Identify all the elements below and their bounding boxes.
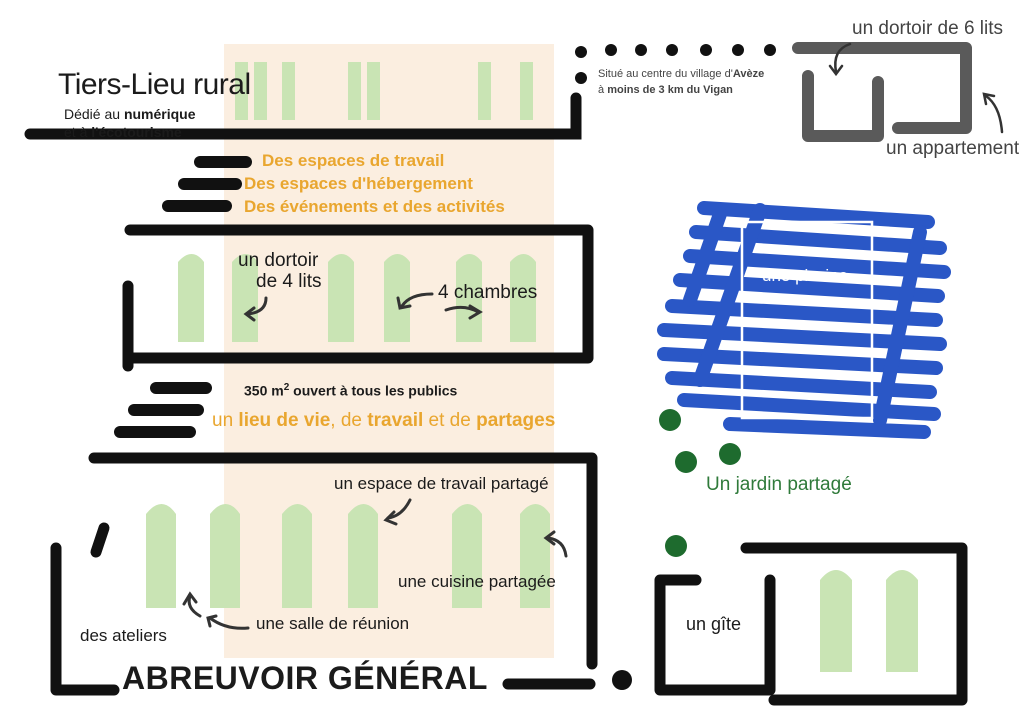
surface-label: 350 m2 ouvert à tous les publics: [244, 382, 458, 399]
ground-windows: [146, 504, 550, 608]
annex-dortoir-label: un dortoir de 6 lits: [852, 18, 1004, 39]
floor1-outline: [122, 224, 594, 372]
space-item-lodging: Des espaces d'hébergement: [244, 174, 473, 193]
gite-windows: [820, 570, 918, 672]
ground-coworking-label: un espace de travail partagé: [334, 474, 549, 493]
location-line-1: Situé au centre du village d'Avèze: [598, 68, 765, 80]
floor1-dortoir-line-1: un dortoir: [238, 250, 319, 271]
stairs-lower: [114, 382, 212, 438]
top-outline: [24, 92, 582, 140]
annex-appartement-label: un appartement: [886, 138, 1020, 159]
pool-label: une piscine: [762, 266, 849, 285]
garden-label: Un jardin partagé: [706, 474, 852, 495]
subtitle-line-1: Dédié au numérique: [64, 106, 196, 122]
title: Tiers-Lieu rural: [58, 68, 251, 101]
garden-trees: [659, 409, 741, 557]
floor1-dortoir-line-2: de 4 lits: [256, 271, 322, 292]
ground-cuisine-label: une cuisine partagée: [398, 572, 556, 591]
tagline: un lieu de vie, de travail et de partage…: [212, 410, 556, 431]
annex-arrows: [828, 42, 1004, 134]
entrance-dot: [612, 670, 632, 690]
central-band: [224, 44, 554, 658]
stairs-upper: [162, 156, 252, 212]
ground-ateliers-label: des ateliers: [80, 626, 167, 645]
space-item-work: Des espaces de travail: [262, 151, 445, 170]
pool-outline: [740, 220, 874, 420]
pool-scribble: [657, 201, 951, 439]
floor1-arrows: [243, 292, 483, 322]
floor1-chambres: 4 chambres: [438, 282, 538, 303]
dotted-connector: [575, 44, 776, 84]
building-name: ABREUVOIR GÉNÉRAL: [122, 660, 488, 696]
top-floor-windows: [235, 62, 533, 120]
subtitle-line-2: et à l'écotourisme: [64, 124, 182, 140]
ground-outline: [50, 452, 598, 696]
ground-reunion-label: une salle de réunion: [256, 614, 410, 633]
gite-label: un gîte: [686, 614, 742, 634]
ground-arrows: [182, 498, 568, 630]
location-line-2: à moins de 3 km du Vigan: [598, 84, 733, 96]
space-item-events: Des événements et des activités: [244, 197, 505, 216]
annex-outline: [792, 42, 972, 142]
gite-outline: [654, 542, 968, 706]
